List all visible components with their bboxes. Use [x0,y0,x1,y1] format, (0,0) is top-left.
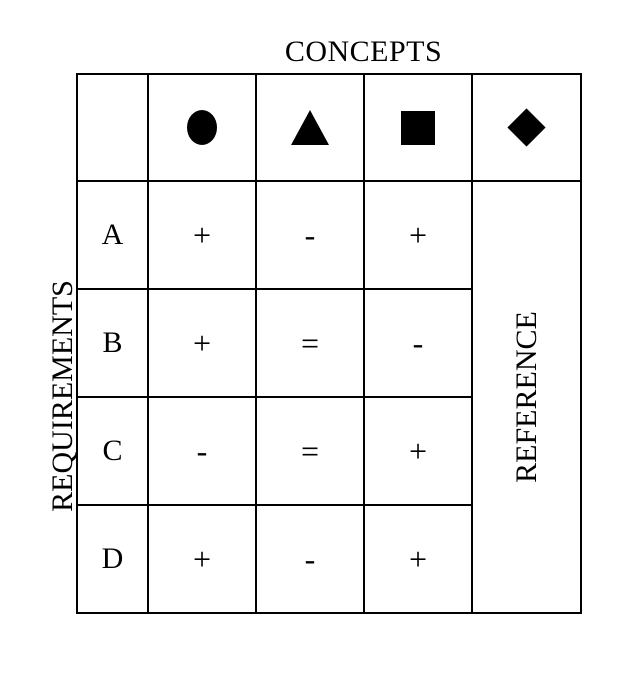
square-icon [401,110,435,145]
cell-c-triangle: = [255,396,365,506]
requirements-axis-label: REQUIREMENTS [46,280,79,512]
row-label-b: B [76,288,149,398]
cell-b-circle: + [147,288,257,398]
cell-a-circle: + [147,180,257,290]
reference-column: REFERENCE [471,180,582,614]
circle-icon [187,110,217,145]
cell-b-triangle: = [255,288,365,398]
concept-column-diamond [471,73,582,182]
concept-column-square [363,73,473,182]
cell-c-circle: - [147,396,257,506]
concepts-header-row [76,73,582,182]
matrix-row-b: B + = - [76,288,581,398]
concept-column-circle [147,73,257,182]
row-label-d: D [76,504,149,614]
cell-d-triangle: - [255,504,365,614]
row-label-a: A [76,180,149,290]
reference-label: REFERENCE [509,311,543,483]
matrix-row-d: D + - + [76,504,581,614]
row-label-c: C [76,396,149,506]
cell-b-square: - [363,288,473,398]
cell-a-triangle: - [255,180,365,290]
cell-a-square: + [363,180,473,290]
concept-column-triangle [255,73,365,182]
triangle-icon [291,110,329,145]
cell-d-circle: + [147,504,257,614]
cell-c-square: + [363,396,473,506]
concepts-title: CONCEPTS [284,35,443,68]
cell-d-square: + [363,504,473,614]
matrix-row-c: C - = + [76,396,581,506]
diamond-icon [507,108,546,147]
decision-matrix-table: A + - + REFERENCE B + = - C - = + [76,73,582,614]
corner-spacer [76,73,149,182]
matrix-row-a: A + - + REFERENCE [76,180,582,614]
